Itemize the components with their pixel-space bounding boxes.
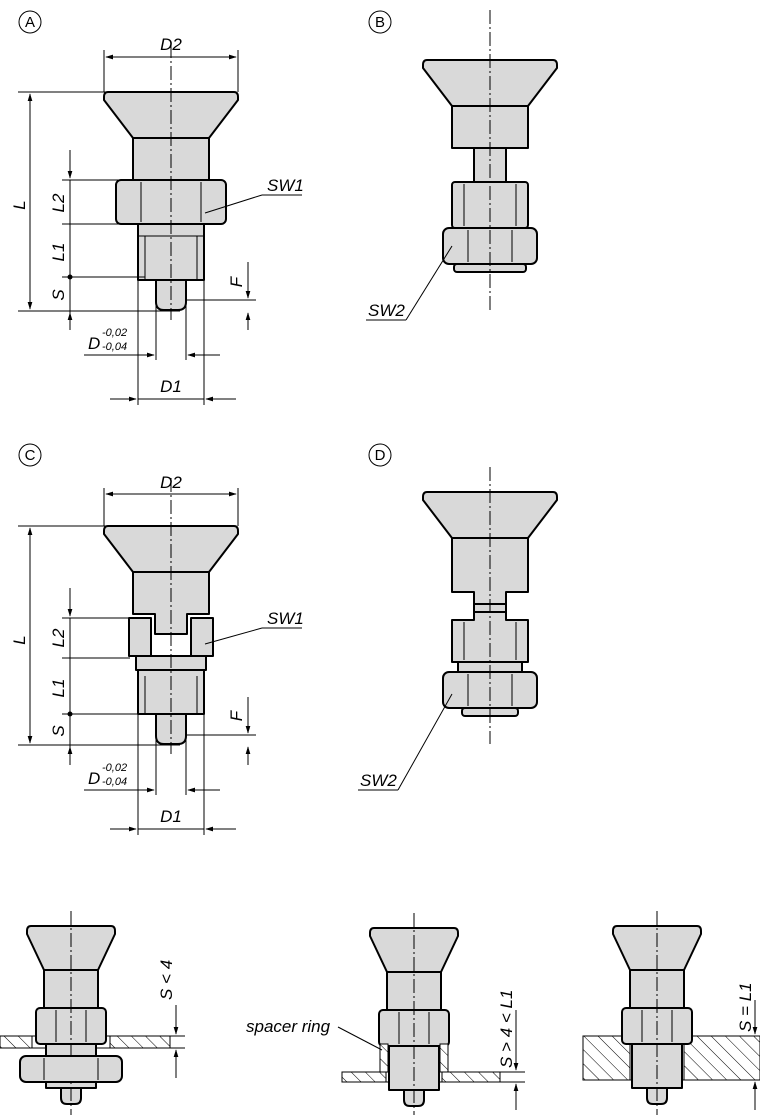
installation-case-1: S < 4	[0, 910, 185, 1115]
plunger-b-shape	[422, 9, 558, 311]
view-c-marker: C	[25, 447, 36, 464]
view-d-marker-circle	[368, 443, 392, 467]
mini-plunger-3	[612, 910, 702, 1115]
dim-d-tol-upper-a: -0,02	[102, 327, 127, 339]
view-b: B SW2	[366, 9, 558, 321]
installation-case-2: spacer ring S > 4 < L1	[246, 912, 525, 1115]
plunger-d-shape	[422, 467, 558, 744]
dim-f-a: F	[227, 275, 246, 287]
dim-l-c: L	[10, 635, 29, 644]
dim-d2-a: D2	[160, 35, 182, 54]
plunger-a-shape	[103, 43, 239, 321]
view-a: A D2 L L2 L1 S F D -0,02 -0,	[10, 10, 304, 405]
dim-s-c: S	[49, 725, 68, 737]
dim-sw2-b: SW2	[368, 301, 405, 320]
dim-l-a: L	[10, 200, 29, 209]
view-a-marker: A	[25, 14, 35, 31]
dim-s-a: S	[49, 289, 68, 301]
view-c-marker-circle	[18, 443, 42, 467]
plunger-c-shape	[103, 478, 239, 754]
dim-d1-a: D1	[160, 377, 182, 396]
dim-d-tol-lower-c: -0,04	[102, 776, 127, 788]
dim-d-a: D	[88, 334, 100, 353]
view-a-marker-circle	[18, 10, 42, 34]
dim-f-c: F	[227, 709, 246, 721]
dim-d1-c: D1	[160, 807, 182, 826]
view-d: D SW2	[358, 443, 558, 791]
spacer-ring-label: spacer ring	[246, 1017, 331, 1036]
mini-plunger-2	[369, 912, 459, 1115]
view-d-marker: D	[375, 447, 386, 464]
view-b-marker-circle	[368, 10, 392, 34]
dim-d-tol-lower-a: -0,04	[102, 341, 127, 353]
mini-plunger-1	[26, 910, 116, 1115]
dim-l1-a: L1	[49, 243, 68, 262]
dim-sw2-d: SW2	[360, 771, 397, 790]
dim-d-c: D	[88, 769, 100, 788]
installation-case-2-label: S > 4 < L1	[497, 990, 516, 1068]
dim-l2-a: L2	[49, 193, 68, 212]
dim-l2-c: L2	[49, 628, 68, 647]
view-b-marker: B	[375, 14, 385, 31]
dim-l1-c: L1	[49, 679, 68, 698]
dim-sw1-a: SW1	[267, 176, 304, 195]
dim-d-tol-upper-c: -0,02	[102, 762, 127, 774]
installation-case-3: S = L1	[582, 910, 760, 1115]
dim-sw1-c: SW1	[267, 609, 304, 628]
view-c: C D2 L L2 L1 S	[10, 443, 304, 835]
installation-case-3-label: S = L1	[736, 982, 755, 1032]
dim-d2-c: D2	[160, 473, 182, 492]
installation-case-1-label: S < 4	[157, 960, 176, 1000]
